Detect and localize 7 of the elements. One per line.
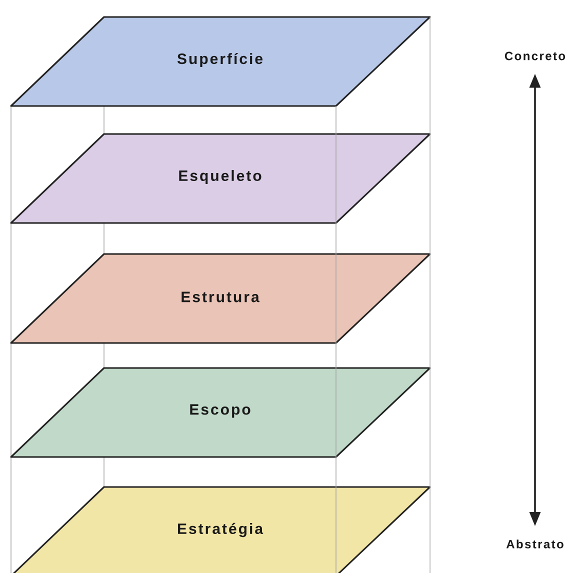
layer-plane: Estratégia	[10, 486, 431, 573]
layer-plane: Estrutura	[10, 253, 431, 344]
scale-label: Abstrato	[506, 540, 564, 548]
layer-plane: Superfície	[10, 16, 431, 107]
scale-label: Concreto	[504, 52, 566, 60]
layer-plane: Escopo	[10, 367, 431, 458]
layer-plane: Esqueleto	[10, 133, 431, 224]
